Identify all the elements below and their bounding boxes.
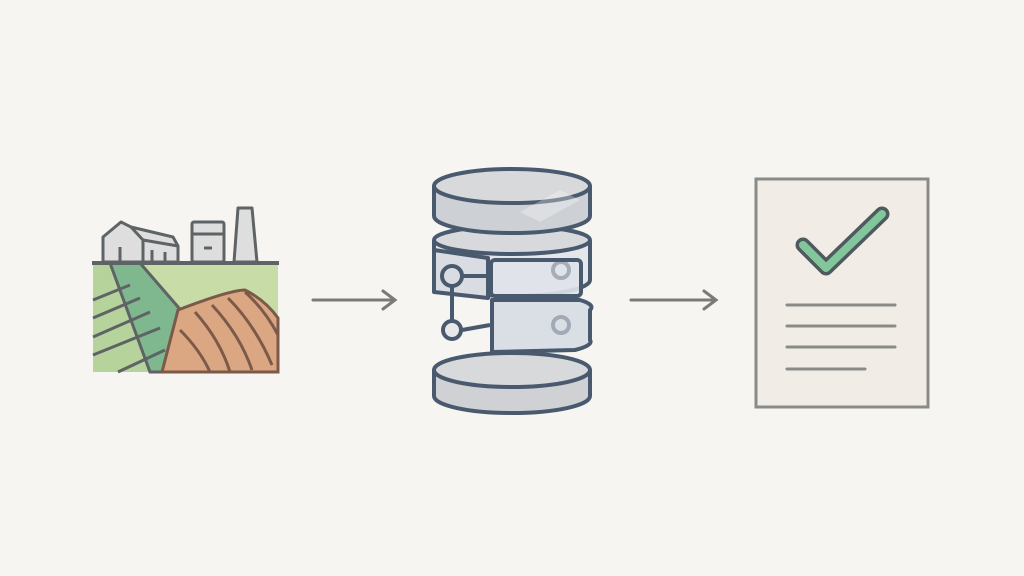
database-processing-icon xyxy=(432,167,594,415)
arrow-right-icon xyxy=(311,289,398,311)
farm-landscape-icon xyxy=(92,206,280,374)
arrow-right-icon xyxy=(629,289,719,311)
checked-document-icon xyxy=(754,177,930,409)
